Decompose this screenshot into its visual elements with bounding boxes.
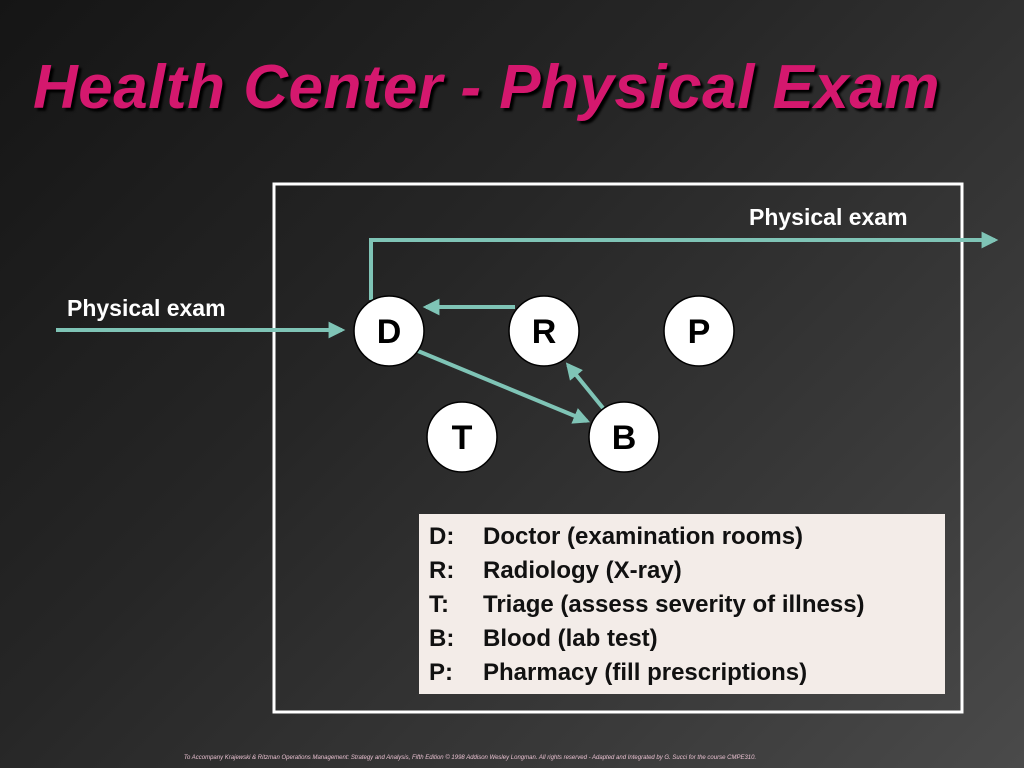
legend-text: Radiology (X-ray): [483, 557, 682, 584]
legend-key: P:: [429, 659, 453, 686]
legend-text: Doctor (examination rooms): [483, 523, 804, 550]
node-pharmacy: P: [663, 295, 735, 367]
legend-key: D:: [429, 523, 455, 550]
legend-row: B: Blood (lab test): [429, 622, 945, 656]
copyright-footer: To Accompany Krajewski & Ritzman Operati…: [183, 755, 757, 761]
legend-text: Triage (assess severity of illness): [483, 591, 865, 618]
flow-arrow-d-to-exit: [369, 231, 999, 300]
output-flow-label: Physical exam: [749, 204, 908, 230]
legend-row: T: Triage (assess severity of illness): [429, 588, 945, 622]
node-doctor-label: D: [377, 313, 402, 351]
legend-text: Pharmacy (fill prescriptions): [483, 659, 808, 686]
legend-box: D: Doctor (examination rooms) R: Radiolo…: [419, 514, 945, 694]
node-blood: B: [588, 401, 660, 473]
legend-row: D: Doctor (examination rooms): [429, 520, 945, 554]
legend-key: B:: [429, 625, 455, 652]
legend-key: R:: [429, 557, 455, 584]
input-flow-label: Physical exam: [67, 295, 226, 321]
node-doctor: D: [353, 295, 425, 367]
node-triage: T: [426, 401, 498, 473]
node-blood-label: B: [612, 419, 637, 457]
flow-arrow-b-to-r: [565, 362, 605, 410]
flow-arrow-d-to-b: [417, 349, 591, 424]
node-radiology: R: [508, 295, 580, 367]
legend-row: P: Pharmacy (fill prescriptions): [429, 656, 945, 690]
legend-row: R: Radiology (X-ray): [429, 554, 945, 588]
node-radiology-label: R: [532, 313, 557, 351]
legend-text: Blood (lab test): [483, 625, 658, 652]
facility-frame: [272, 182, 964, 714]
node-triage-label: T: [452, 419, 473, 457]
node-pharmacy-label: P: [688, 313, 711, 351]
slide-title: Health Center - Physical Exam: [33, 53, 940, 122]
legend-key: T:: [429, 591, 449, 618]
